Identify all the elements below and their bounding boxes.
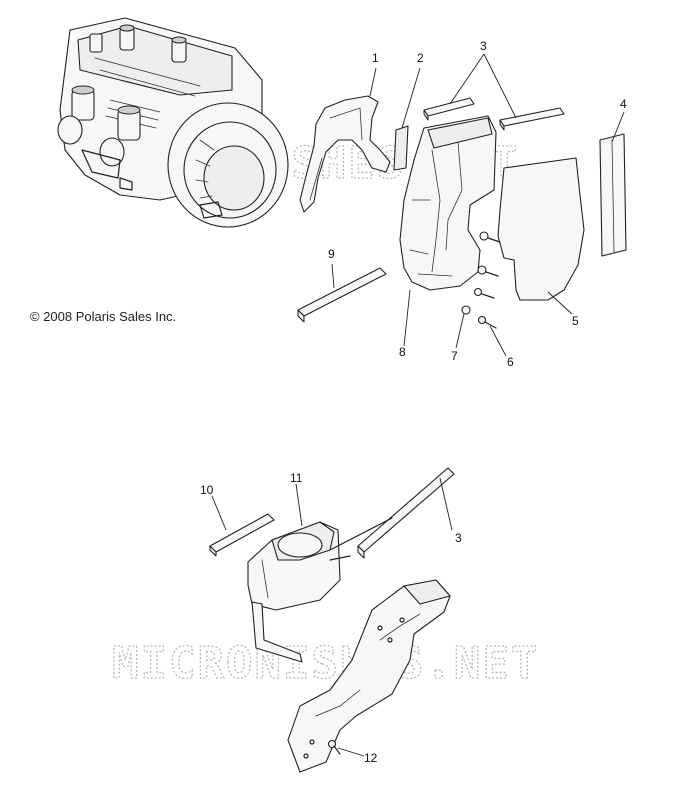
mounting-bracket [251, 601, 303, 663]
callout-9: 9 [328, 247, 335, 261]
part-4-strip [599, 133, 627, 257]
part-9-strip [297, 267, 387, 323]
callout-11: 11 [290, 471, 303, 485]
part-10-strip [209, 513, 275, 557]
leader-lines [211, 53, 625, 757]
callout-3-bottom: 3 [455, 531, 462, 545]
part-1-seal [299, 95, 391, 213]
part-3-rod [357, 467, 455, 559]
callout-12: 12 [364, 751, 378, 765]
callout-8: 8 [399, 345, 406, 359]
fan-housing [167, 102, 289, 228]
watermark-bottom: MICRONISHES.NET [112, 638, 539, 689]
callout-10: 10 [200, 483, 214, 497]
engine-illustration [57, 17, 289, 228]
copyright-notice: © 2008 Polaris Sales Inc. [30, 309, 177, 324]
part-8-duct-housing [399, 115, 497, 291]
part-12-bolt [327, 739, 341, 755]
callout-3-top: 3 [480, 39, 487, 53]
part-2-strip [393, 125, 409, 171]
callout-7: 7 [451, 349, 458, 363]
part-3-strip-b [499, 107, 565, 131]
callout-6: 6 [507, 355, 514, 369]
part-6-bolt [477, 315, 497, 329]
chassis-channel [287, 579, 451, 773]
callout-5: 5 [572, 314, 579, 328]
callout-2: 2 [417, 51, 424, 65]
carburetor-left [57, 85, 95, 145]
fasteners-group [461, 231, 501, 329]
part-5-panel [497, 157, 585, 301]
part-11-duct [247, 517, 393, 611]
callout-1: 1 [372, 51, 379, 65]
callout-4: 4 [620, 97, 627, 111]
part-3-strip-a [423, 97, 475, 121]
